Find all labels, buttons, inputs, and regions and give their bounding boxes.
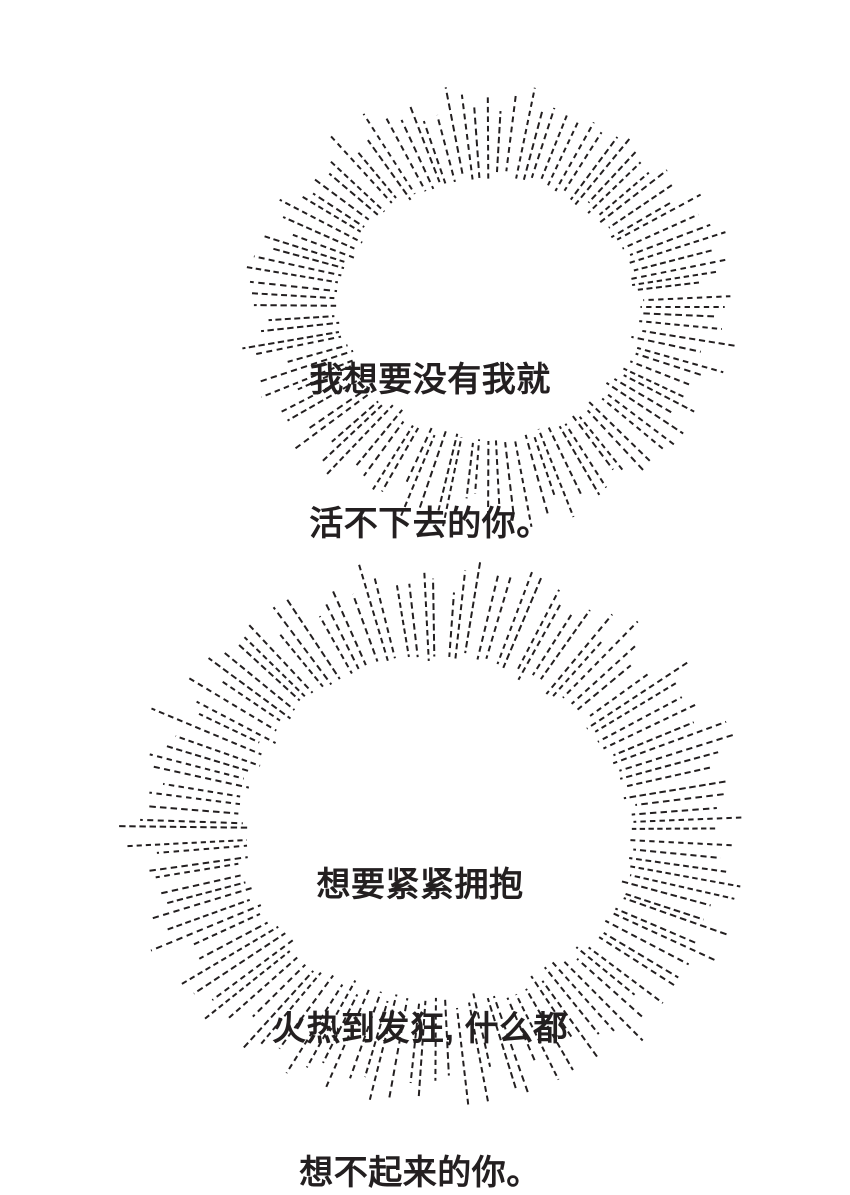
balloon-2-line-1: 想要紧紧拥抱	[316, 866, 524, 904]
balloon-2-text: 想要紧紧拥抱 火热到发狂, 什么都 想不起来的你。	[0, 765, 845, 1195]
balloon-1-line-1: 我想要没有我就	[309, 361, 551, 399]
balloon-1-line-2: 活不下去的你。	[309, 505, 551, 543]
balloon-2-line-2: 火热到发狂, 什么都	[272, 1010, 568, 1048]
balloon-2-line-3: 想不起来的你。	[299, 1154, 541, 1192]
balloon-1-text: 我想要没有我就 活不下去的你。	[5, 260, 850, 644]
